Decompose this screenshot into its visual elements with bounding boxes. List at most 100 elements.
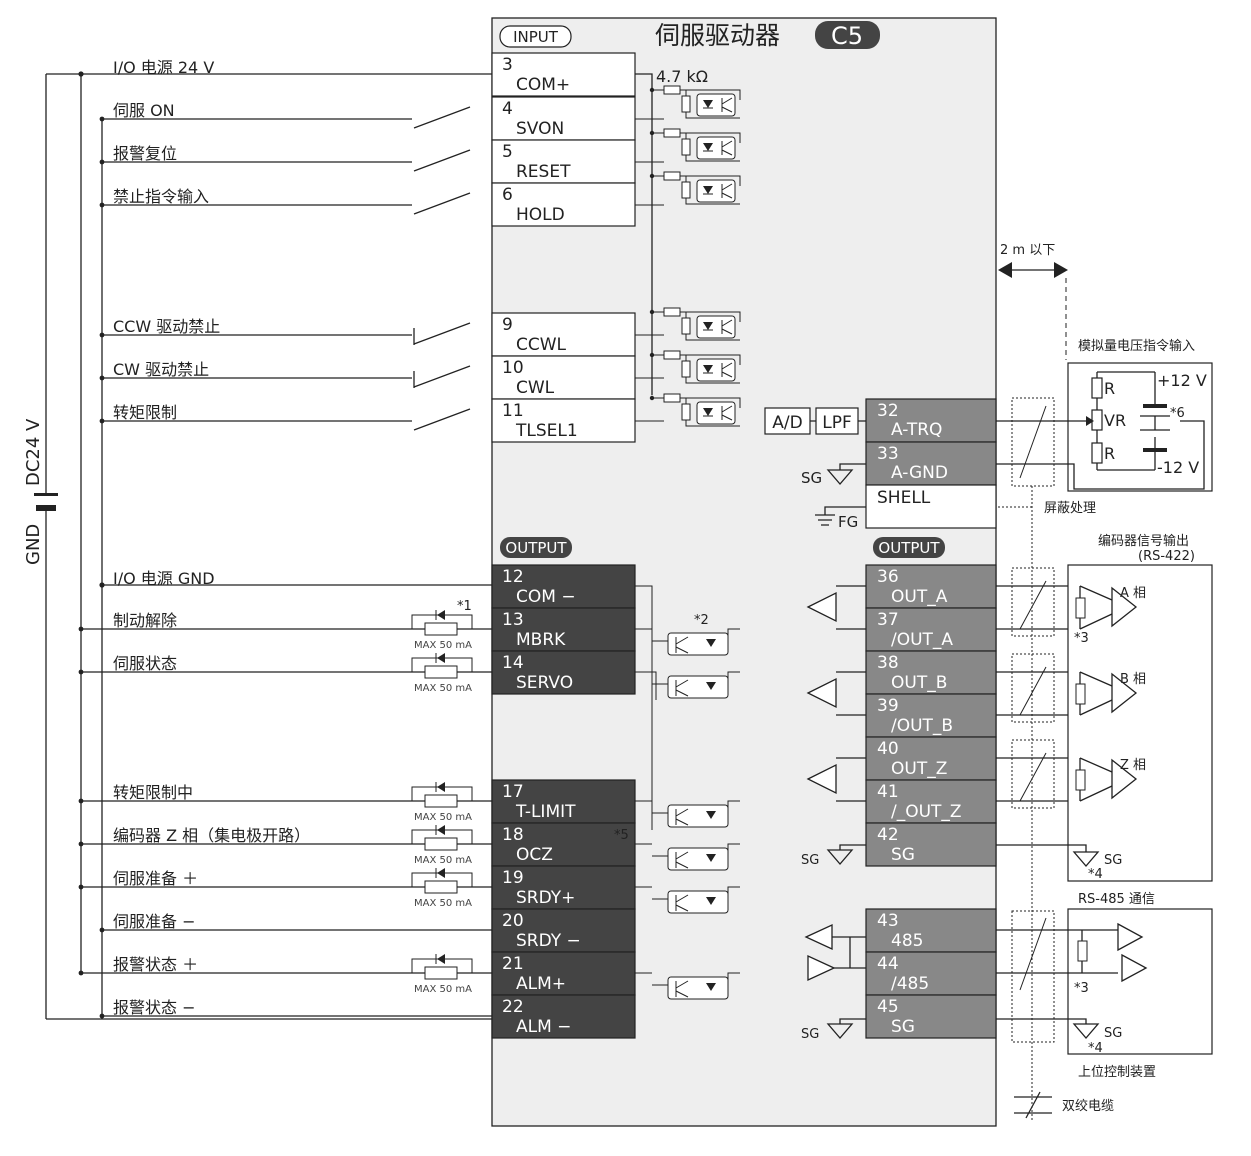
svg-text:RESET: RESET	[516, 162, 571, 182]
svg-text:/_OUT_Z: /_OUT_Z	[891, 802, 962, 822]
svg-text:ALM −: ALM −	[516, 1017, 571, 1037]
encoder-subtitle: (RS-422)	[1138, 549, 1195, 564]
output-badges: OUTPUT OUTPUT	[500, 537, 945, 558]
svg-text:13: 13	[502, 610, 524, 630]
svg-text:33: 33	[877, 444, 899, 464]
svg-text:*5: *5	[614, 828, 629, 843]
encoder-phase-0: A 相	[806, 567, 1146, 637]
svg-text:MBRK: MBRK	[516, 630, 566, 650]
svg-text:32: 32	[877, 401, 899, 421]
input-badge: INPUT	[513, 28, 559, 46]
io-power-24v-label: I/O 电源 24 V	[113, 58, 214, 77]
svg-text:OUT_Z: OUT_Z	[891, 759, 947, 779]
svg-text:37: 37	[877, 610, 899, 630]
svg-text:42: 42	[877, 825, 899, 845]
svg-text:43: 43	[877, 911, 899, 931]
lpf-block: LPF	[822, 413, 852, 433]
svg-text:19: 19	[502, 868, 524, 888]
svg-text:/OUT_B: /OUT_B	[891, 716, 953, 736]
svg-text:T-LIMIT: T-LIMIT	[515, 802, 576, 822]
input-photocoupler	[649, 171, 741, 205]
svg-text:9: 9	[502, 315, 513, 335]
svg-text:*1: *1	[457, 599, 472, 614]
input-label: 报警复位	[113, 144, 177, 163]
max-current: MAX 50 mA	[414, 984, 472, 995]
svg-text:COM+: COM+	[516, 75, 570, 95]
output-label: 伺服准备 ＋	[113, 869, 198, 888]
svg-text:36: 36	[877, 567, 899, 587]
svg-text:CWL: CWL	[516, 378, 555, 398]
svg-text:/OUT_A: /OUT_A	[891, 630, 953, 650]
rs485-pin-44: 44/485	[865, 951, 997, 996]
svg-text:45: 45	[877, 997, 899, 1017]
svg-text:SG: SG	[1104, 1026, 1122, 1041]
max-current: MAX 50 mA	[414, 683, 472, 694]
max-current: MAX 50 mA	[414, 898, 472, 909]
svg-text:SVON: SVON	[516, 119, 564, 139]
svg-text:21: 21	[502, 954, 524, 974]
output-label: 转矩限制中	[113, 783, 193, 802]
svg-text:A-TRQ: A-TRQ	[891, 420, 942, 440]
svg-text:*4: *4	[1088, 867, 1103, 882]
input-label: 伺服 ON	[113, 101, 175, 120]
encoder-pin-37: 37/OUT_A	[865, 607, 1080, 652]
output-label: 报警状态 ＋	[113, 955, 198, 974]
svg-text:SG: SG	[801, 1027, 819, 1042]
svg-text:11: 11	[502, 401, 524, 421]
output-photocoupler	[635, 843, 740, 871]
ad-block: A/D	[772, 413, 802, 433]
svg-text:44: 44	[877, 954, 899, 974]
svg-text:*6: *6	[1170, 406, 1185, 421]
svg-text:14: 14	[502, 653, 524, 673]
distance-label: 2 m 以下	[1000, 243, 1055, 258]
rs485-title: RS-485 通信	[1078, 892, 1155, 907]
svg-text:SRDY −: SRDY −	[516, 931, 581, 951]
host-label: 上位控制装置	[1078, 1065, 1156, 1080]
svg-text:*2: *2	[694, 613, 709, 628]
fg-label: FG	[838, 513, 858, 531]
svg-text:20: 20	[502, 911, 524, 931]
svg-text:OUT_B: OUT_B	[891, 673, 947, 693]
output-photocoupler	[635, 972, 740, 1000]
input-photocoupler	[649, 393, 741, 427]
encoder-phase-1: B 相	[806, 653, 1146, 723]
output-photocoupler	[635, 886, 740, 914]
driver-title: 伺服驱动器	[655, 21, 780, 50]
input-photocoupler	[649, 128, 741, 162]
analog-section	[764, 262, 1213, 1120]
svg-text:VR: VR	[1104, 411, 1126, 430]
svg-text:SG: SG	[891, 845, 915, 865]
output-badge-right: OUTPUT	[878, 539, 940, 557]
encoder-pin-39: 39/OUT_B	[865, 693, 1080, 738]
svg-text:R: R	[1104, 379, 1115, 398]
output-label: 编码器 Z 相（集电极开路）	[113, 826, 310, 845]
phase-label: A 相	[1120, 586, 1146, 601]
max-current: MAX 50 mA	[414, 640, 472, 651]
gnd-label: GND	[23, 524, 44, 565]
shell-label: SHELL	[877, 488, 931, 508]
svg-text:SG: SG	[801, 853, 819, 868]
svg-text:ALM+: ALM+	[516, 974, 566, 994]
svg-text:41: 41	[877, 782, 899, 802]
input-label: CW 驱动禁止	[113, 360, 209, 379]
svg-text:HOLD: HOLD	[516, 205, 565, 225]
svg-text:10: 10	[502, 358, 524, 378]
analog-title: 模拟量电压指令输入	[1078, 338, 1195, 354]
